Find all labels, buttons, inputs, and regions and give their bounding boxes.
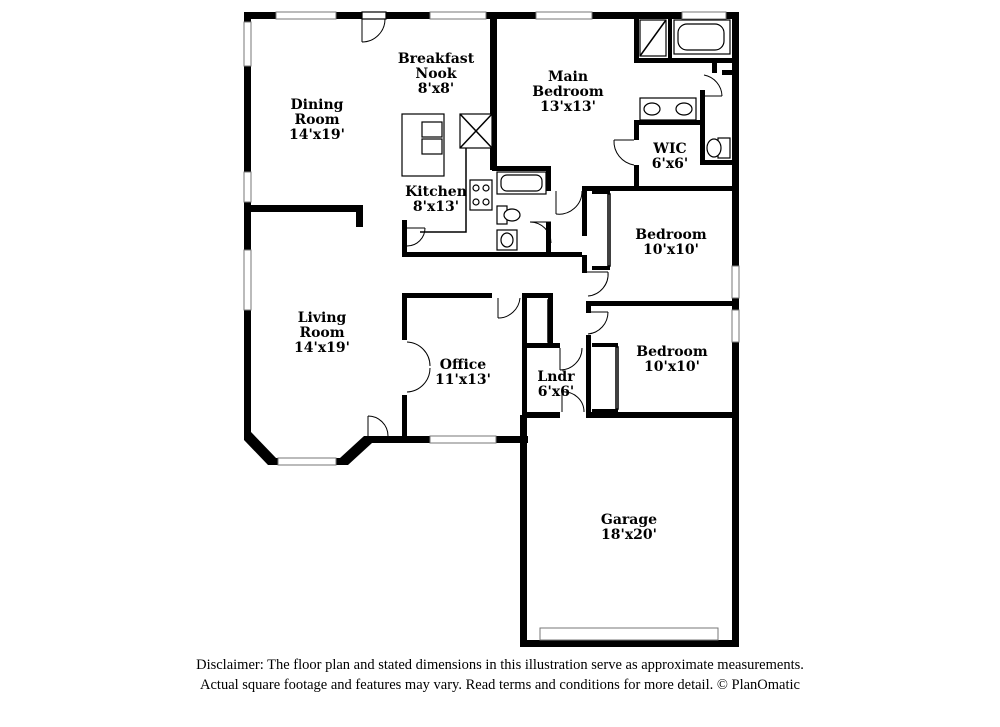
room-name-line2: Room (299, 325, 344, 341)
main-bath-fixtures (639, 19, 731, 159)
windows (243, 11, 740, 641)
room-label-kitchen: Kitchen 8'x13' (405, 184, 467, 215)
room-label-bedroom-2: Bedroom 10'x10' (636, 344, 708, 375)
room-name: Office (440, 357, 487, 373)
room-name: Garage (601, 512, 657, 528)
room-name-line2: Nook (415, 66, 456, 82)
room-name: Bedroom (635, 227, 707, 243)
room-name: Lndr (537, 369, 575, 385)
room-label-garage: Garage 18'x20' (601, 512, 657, 543)
hall-bath-fixtures (496, 171, 547, 251)
disclaimer-line-2: Actual square footage and features may v… (200, 677, 800, 693)
interior-walls (251, 12, 739, 443)
room-name: Dining (291, 97, 344, 113)
room-size: 11'x13' (435, 372, 491, 388)
room-size: 8'x13' (413, 199, 459, 215)
room-name: Main (548, 69, 588, 85)
room-label-living-room: Living Room 14'x19' (294, 310, 350, 356)
room-name-line2: Bedroom (532, 84, 604, 100)
room-name: Bedroom (636, 344, 708, 360)
room-name: Breakfast (398, 51, 475, 67)
room-size: 8'x8' (418, 81, 454, 97)
room-size: 18'x20' (601, 527, 657, 543)
room-size: 6'x6' (538, 384, 574, 400)
room-name: Living (298, 310, 347, 326)
room-label-breakfast-nook: Breakfast Nook 8'x8' (398, 51, 475, 97)
room-label-dining-room: Dining Room 14'x19' (289, 97, 345, 143)
doors (361, 11, 723, 437)
room-size: 14'x19' (289, 127, 345, 143)
room-size: 14'x19' (294, 340, 350, 356)
room-size: 10'x10' (644, 359, 700, 375)
kitchen-fixtures (401, 113, 493, 233)
room-label-laundry: Lndr 6'x6' (537, 369, 575, 400)
room-label-bedroom-1: Bedroom 10'x10' (635, 227, 707, 258)
room-label-main-bedroom: Main Bedroom 13'x13' (532, 69, 604, 115)
room-size: 6'x6' (652, 156, 688, 172)
room-name: WIC (652, 141, 686, 157)
room-label-wic: WIC 6'x6' (652, 141, 688, 172)
disclaimer-line-1: Disclaimer: The floor plan and stated di… (196, 657, 804, 673)
room-name: Kitchen (405, 184, 467, 200)
room-name-line2: Room (294, 112, 339, 128)
room-size: 13'x13' (540, 99, 596, 115)
room-size: 10'x10' (643, 242, 699, 258)
room-label-office: Office 11'x13' (435, 357, 491, 388)
